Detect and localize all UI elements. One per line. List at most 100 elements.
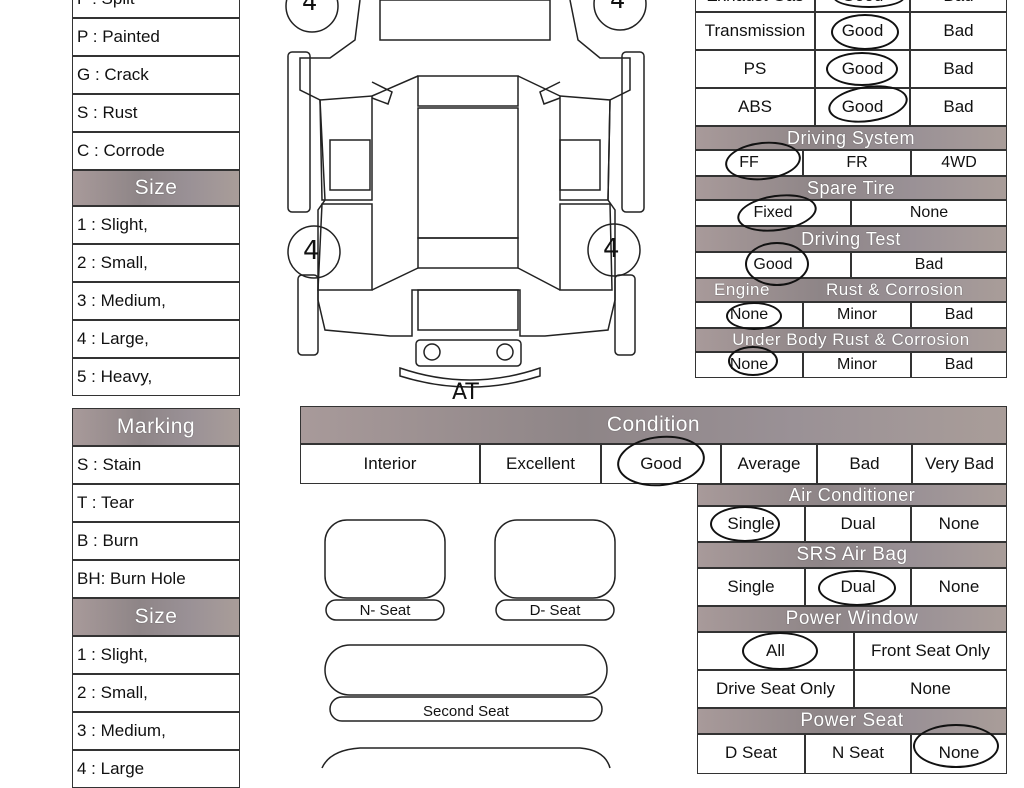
condition-good: Good [601, 444, 721, 484]
left-pillar [371, 75, 419, 291]
second-seat-label: Second Seat [423, 703, 509, 720]
tire-mark-front-right: 4 [610, 0, 626, 14]
n-seat-back [324, 519, 446, 599]
driving-system-fr: FR [803, 150, 911, 176]
size2-item-1: 1 : Slight, [72, 636, 240, 674]
transmission-label: Transmission [695, 12, 815, 50]
air-conditioner-single: Single [697, 506, 805, 542]
marking-item-tear: T : Tear [72, 484, 240, 522]
transmission-good: Good [815, 12, 910, 50]
roof-panel [417, 107, 519, 239]
abs-bad: Bad [910, 88, 1007, 126]
size2-item-2: 2 : Small, [72, 674, 240, 712]
tail-lamp-left [423, 343, 441, 361]
size-item-4: 4 : Large, [72, 320, 240, 358]
size-item-1: 1 : Slight, [72, 206, 240, 244]
right-fender-panel [621, 51, 645, 213]
engine-rust-header-left: Engine [714, 280, 770, 299]
left-quarter-panel [297, 274, 319, 356]
power-seat-header: Power Seat [697, 708, 1007, 734]
abs-label: ABS [695, 88, 815, 126]
condition-excellent: Excellent [480, 444, 601, 484]
engine-rust-minor: Minor [803, 302, 911, 328]
abs-good: Good [815, 88, 910, 126]
condition-bad: Bad [817, 444, 912, 484]
size-item-2: 2 : Small, [72, 244, 240, 282]
power-seat-n-seat: N Seat [805, 734, 911, 774]
exhaust-gas-label: Exhaust Gas [695, 0, 815, 12]
under-body-minor: Minor [803, 352, 911, 378]
legend-item-corrode: C : Corrode [72, 132, 240, 170]
tire-mark-rear-left: 4 [303, 236, 320, 266]
driving-test-header: Driving Test [695, 226, 1007, 252]
power-window-front-seat-only: Front Seat Only [854, 632, 1007, 670]
tire-circle-front-right [593, 0, 647, 31]
srs-air-bag-header: SRS Air Bag [697, 542, 1007, 568]
power-window-all: All [697, 632, 854, 670]
tire-circle-front-left [285, 0, 339, 33]
second-seat-base [329, 696, 603, 722]
legend-item-crack: G : Crack [72, 56, 240, 94]
d-seat-back [494, 519, 616, 599]
ps-label: PS [695, 50, 815, 88]
size2-item-3: 3 : Medium, [72, 712, 240, 750]
driving-test-good: Good [695, 252, 851, 278]
rear-bumper [415, 339, 522, 367]
left-rear-door [317, 203, 373, 291]
spare-tire-fixed: Fixed [695, 200, 851, 226]
legend-item-rust: S : Rust [72, 94, 240, 132]
tire-mark-rear-right: 4 [603, 234, 620, 264]
under-body-bad: Bad [911, 352, 1007, 378]
engine-rust-bad: Bad [911, 302, 1007, 328]
handwritten-transmission-note: AT [452, 380, 479, 405]
srs-air-bag-dual: Dual [805, 568, 911, 606]
right-pillar [517, 75, 561, 291]
rear-skirt [399, 366, 541, 388]
right-rocker-panel [559, 139, 601, 191]
second-seat-back [324, 644, 608, 696]
ps-good: Good [815, 50, 910, 88]
tire-circle-rear-right [587, 223, 641, 277]
third-seat-back [321, 747, 611, 769]
ps-bad: Bad [910, 50, 1007, 88]
legend-item-painted: P : Painted [72, 18, 240, 56]
driving-system-4wd: 4WD [911, 150, 1007, 176]
driving-test-bad: Bad [851, 252, 1007, 278]
condition-interior-label: Interior [300, 444, 480, 484]
trunk-panel [417, 289, 519, 331]
d-seat-label: D- Seat [529, 602, 581, 619]
under-body-none: None [695, 352, 803, 378]
condition-header: Condition [300, 406, 1007, 444]
size-header: Size [72, 170, 240, 206]
engine-rust-header: Engine Rust & Corrosion [695, 278, 1007, 302]
legend-item-split: F : Split [72, 0, 240, 18]
rear-window [417, 237, 519, 269]
size-item-5: 5 : Heavy, [72, 358, 240, 396]
n-seat-base [325, 599, 445, 621]
car-body-outline [299, 0, 631, 337]
condition-average: Average [721, 444, 817, 484]
hood-panel [379, 0, 551, 41]
right-quarter-panel [614, 274, 636, 356]
driving-system-header: Driving System [695, 126, 1007, 150]
tail-lamp-right [496, 343, 514, 361]
power-seat-none: None [911, 734, 1007, 774]
size-item-3: 3 : Medium, [72, 282, 240, 320]
n-seat-label: N- Seat [359, 602, 411, 619]
air-conditioner-dual: Dual [805, 506, 911, 542]
windshield [417, 75, 519, 107]
air-conditioner-header: Air Conditioner [697, 484, 1007, 506]
exhaust-gas-good: Good [815, 0, 910, 12]
spare-tire-header: Spare Tire [695, 176, 1007, 200]
engine-rust-header-right: Rust & Corrosion [826, 280, 964, 299]
exhaust-gas-bad: Bad [910, 0, 1007, 12]
srs-air-bag-single: Single [697, 568, 805, 606]
srs-air-bag-none: None [911, 568, 1007, 606]
air-conditioner-none: None [911, 506, 1007, 542]
engine-rust-none: None [695, 302, 803, 328]
d-seat-base [495, 599, 615, 621]
power-window-header: Power Window [697, 606, 1007, 632]
tire-circle-rear-left [287, 225, 341, 279]
right-mirror [539, 81, 561, 105]
power-window-none: None [854, 670, 1007, 708]
